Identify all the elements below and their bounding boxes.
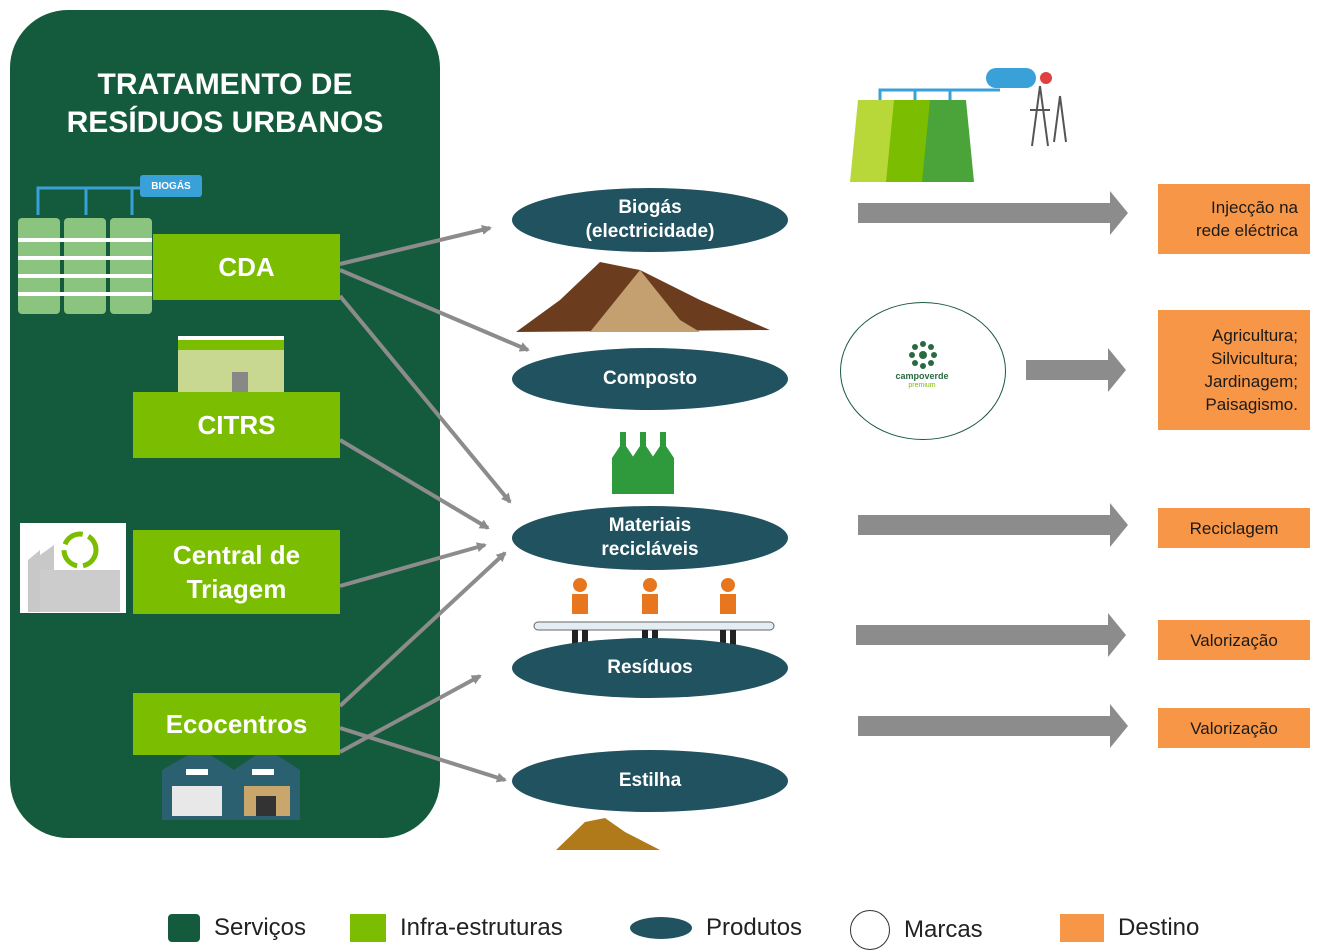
legend-servicos-label: Serviços [214,914,307,941]
recycling-factory-icon [20,523,126,613]
legend-infra: Infra-estruturas [350,914,563,942]
infra-cda: CDA [153,234,340,300]
infra-citrs: CITRS [133,392,340,458]
arrow-cda-composto [339,268,530,352]
campoverde-logo-icon [909,341,937,369]
woodchip-pile-icon [556,818,660,850]
legend-servicos: Serviços [168,914,306,942]
brand-circle [840,302,1006,440]
product-residuos: Resíduos [512,638,788,698]
legend-destino-label: Destino [1118,914,1200,941]
legend-destino-swatch [1060,914,1104,942]
dest-reciclagem: Reciclagem [1158,508,1310,548]
bottles-icon [612,432,674,494]
biogas-tag: BIOGÁS [140,175,202,197]
biogas-tanks-icon [18,186,152,314]
legend-infra-swatch [350,914,386,942]
legend-produtos-swatch [630,917,692,939]
arrow-biogas-dest [858,191,1128,235]
dest-valorizacao-1: Valorização [1158,620,1310,660]
legend-destino: Destino [1060,914,1199,942]
arrow-cda-biogas [339,225,492,266]
arrow-estilha-dest [858,704,1128,748]
legend-infra-label: Infra-estruturas [400,914,563,941]
brand-name: campoverde [895,371,949,381]
product-estilha: Estilha [512,750,788,812]
arrow-eco-estilha [339,726,507,783]
workers-conveyor-icon [533,578,775,650]
product-composto: Composto [512,348,788,410]
legend-produtos: Produtos [630,914,802,942]
power-plant-icon [850,68,1067,182]
brand-sub: premium [908,382,936,389]
arrow-materiais-dest [858,503,1128,547]
dest-injeccao: Injecção na rede eléctrica [1158,184,1310,254]
legend-marcas: Marcas [850,910,983,950]
warehouse-icon [162,748,300,820]
arrow-eco-residuos [339,674,482,754]
arrow-residuos-dest [856,613,1126,657]
dest-agricultura: Agricultura; Silvicultura; Jardinagem; P… [1158,310,1310,430]
product-materiais: Materiais recicláveis [512,506,788,570]
arrow-citrs-materiais [338,438,490,530]
arrow-brand-dest [1026,348,1126,392]
arrow-triagem-materiais [339,542,487,588]
legend-servicos-swatch [168,914,200,942]
arrow-cda-materiais [338,294,512,504]
dest-valorizacao-2: Valorização [1158,708,1310,748]
citrs-building-icon [178,336,284,396]
product-biogas: Biogás (electricidade) [512,188,788,252]
infra-central-triagem: Central de Triagem [133,530,340,614]
panel-title: TRATAMENTO DE RESÍDUOS URBANOS [66,68,384,139]
legend-produtos-label: Produtos [706,914,803,941]
compost-pile-icon [516,262,770,332]
infra-ecocentros: Ecocentros [133,693,340,755]
legend-marcas-label: Marcas [904,916,983,943]
arrow-eco-materiais [338,551,507,708]
legend-marcas-swatch [850,910,890,950]
